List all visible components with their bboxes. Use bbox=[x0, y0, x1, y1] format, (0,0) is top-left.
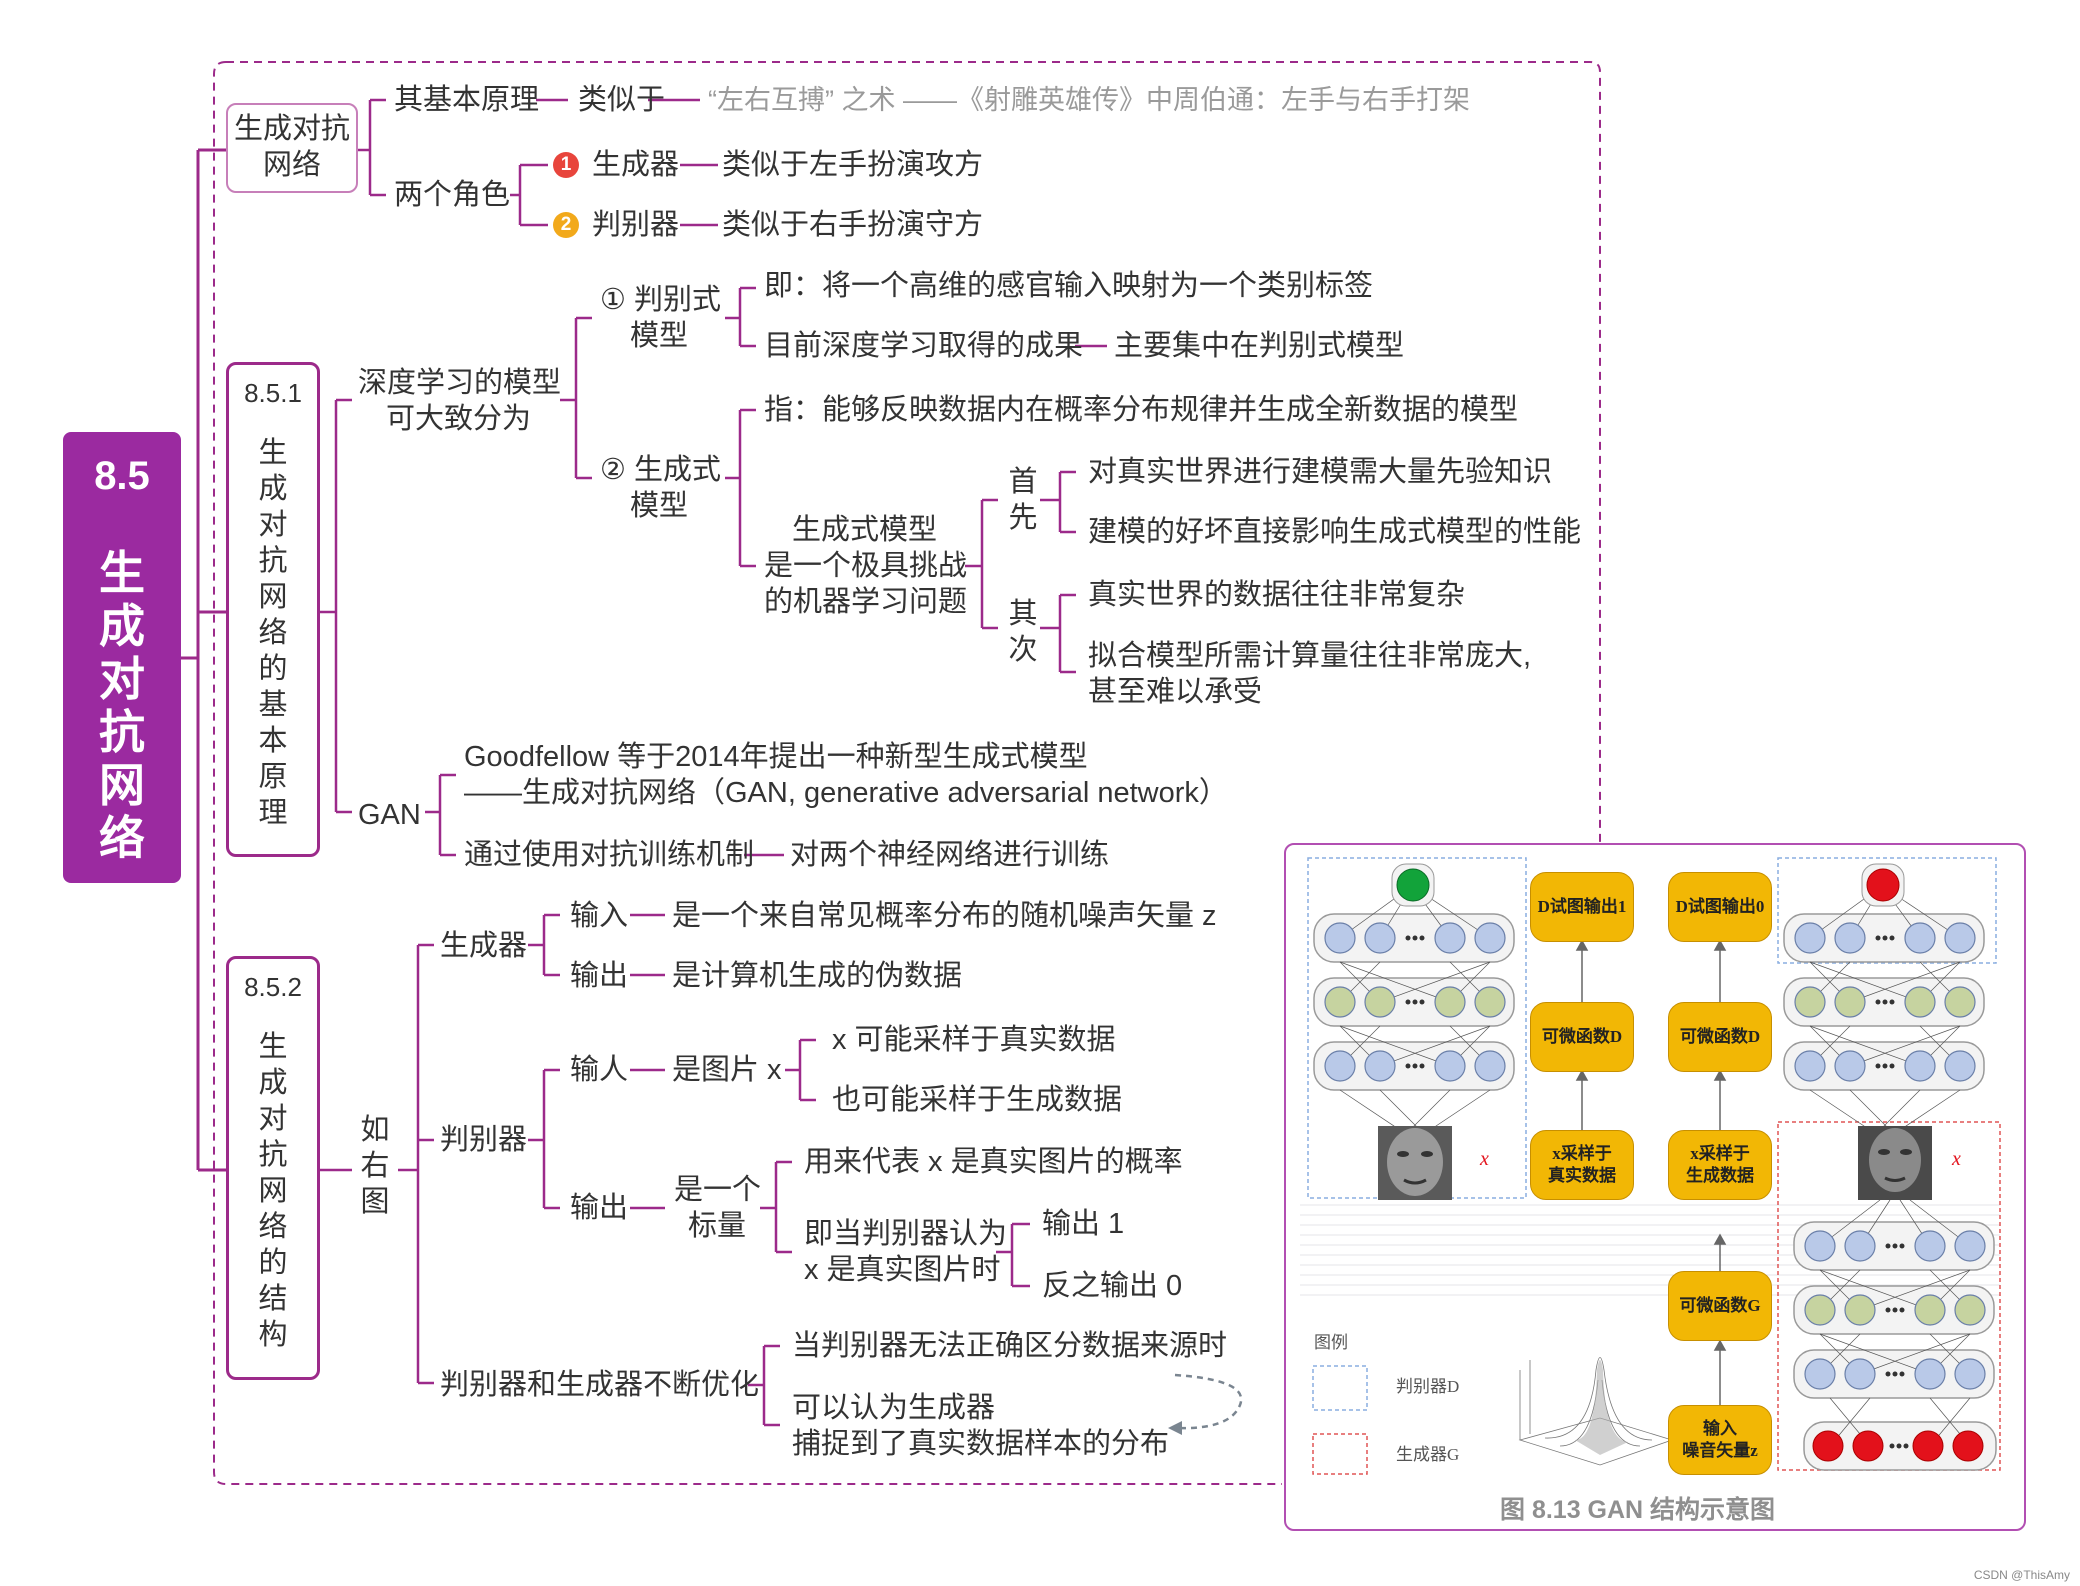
disc-output-label: 输出 bbox=[570, 1192, 629, 1224]
gan-box-label-1: 生成对抗 bbox=[233, 113, 350, 145]
root-node: 8.5 生成对抗网络 bbox=[63, 432, 181, 883]
gen-model-def: 指：能够反映数据内在概率分布规律并生成全新数据的模型 bbox=[764, 394, 1519, 426]
role-generator-desc: 类似于左手扮演攻方 bbox=[722, 149, 984, 181]
section-851-title: 生成对抗网络的基本原理 bbox=[258, 437, 288, 829]
disc-input-gen: 也可能采样于生成数据 bbox=[832, 1084, 1123, 1116]
discriminator-label: 判别器 bbox=[440, 1124, 528, 1156]
analogy-text: “左右互搏” 之术 ——《射雕英雄传》中周伯通：左手与右手打架 bbox=[708, 85, 1470, 115]
section-851-box: 8.5.1 生成对抗网络的基本原理 bbox=[226, 362, 320, 857]
second-b1: 拟合模型所需计算量往往非常庞大, bbox=[1088, 640, 1532, 672]
noise-input-line-2: 噪音矢量z bbox=[1682, 1441, 1758, 1460]
section-852-title: 生成对抗网络的结构 bbox=[258, 1031, 288, 1351]
output-one: 输出 1 bbox=[1042, 1208, 1125, 1240]
root-title: 生成对抗网络 bbox=[99, 547, 145, 864]
disc-input-label: 输人 bbox=[570, 1054, 629, 1086]
disc-input-desc: 是图片 x bbox=[672, 1054, 782, 1086]
similar-label: 类似于 bbox=[578, 84, 666, 116]
func-d-left-box: 可微函数D bbox=[1530, 1002, 1634, 1072]
scalar-when-2: x 是真实图片时 bbox=[804, 1254, 1001, 1286]
principle-label: 其基本原理 bbox=[394, 84, 540, 116]
gen-model-label-2: 模型 bbox=[630, 490, 689, 522]
role-generator: 生成器 bbox=[592, 149, 680, 181]
gan-desc-2: ——生成对抗网络（GAN, generative adversarial net… bbox=[464, 777, 1228, 809]
x-gen-line-2: 生成数据 bbox=[1686, 1166, 1754, 1185]
scalar-meaning: 用来代表 x 是真实图片的概率 bbox=[804, 1146, 1183, 1178]
x-real-box: x采样于 真实数据 bbox=[1530, 1130, 1634, 1200]
role-discriminator-desc: 类似于右手扮演守方 bbox=[722, 209, 984, 241]
badge-one-icon: 1 bbox=[553, 152, 579, 178]
optimize-b1: 可以认为生成器 bbox=[792, 1392, 996, 1424]
noise-input-box: 输入 噪音矢量z bbox=[1668, 1405, 1772, 1475]
gan-box: 生成对抗 网络 bbox=[226, 103, 358, 193]
gan-training: 通过使用对抗训练机制 bbox=[464, 839, 755, 871]
disc-model-label-1: ① 判别式 bbox=[600, 284, 722, 316]
gan-training-2: 对两个神经网络进行训练 bbox=[790, 839, 1110, 871]
x-label-left: x bbox=[1480, 1148, 1489, 1170]
gan-box-label-2: 网络 bbox=[262, 149, 321, 181]
disc-model-def: 即：将一个高维的感官输入映射为一个类别标签 bbox=[764, 270, 1374, 302]
roles-label: 两个角色 bbox=[394, 179, 511, 211]
legend-generator: 生成器G bbox=[1396, 1445, 1460, 1464]
first-label: 首先 bbox=[1008, 466, 1038, 534]
second-label: 其次 bbox=[1008, 598, 1038, 666]
func-d-right-box: 可微函数D bbox=[1668, 1002, 1772, 1072]
second-b2: 甚至难以承受 bbox=[1088, 676, 1263, 708]
disc-model-result: 目前深度学习取得的成果 bbox=[764, 330, 1084, 362]
legend-title: 图例 bbox=[1314, 1333, 1348, 1352]
noise-input-line-1: 输入 bbox=[1703, 1419, 1737, 1438]
x-real-line-2: 真实数据 bbox=[1548, 1166, 1616, 1185]
d-output-1-box: D试图输出1 bbox=[1530, 872, 1634, 942]
disc-model-result-2: 主要集中在判别式模型 bbox=[1114, 330, 1405, 362]
x-label-right: x bbox=[1952, 1148, 1961, 1170]
root-number: 8.5 bbox=[94, 454, 150, 498]
d-output-0-box: D试图输出0 bbox=[1668, 872, 1772, 942]
scalar-when-1: 即当判别器认为 bbox=[804, 1218, 1008, 1250]
optimize-b2: 捕捉到了真实数据样本的分布 bbox=[792, 1428, 1170, 1460]
models-label-1: 深度学习的模型 bbox=[358, 367, 562, 399]
disc-model-label-2: 模型 bbox=[630, 320, 689, 352]
first-b: 建模的好坏直接影响生成式模型的性能 bbox=[1088, 516, 1582, 548]
scalar-label-1: 是一个 bbox=[674, 1174, 762, 1206]
section-852-number: 8.5.2 bbox=[244, 972, 302, 1002]
x-real-line-1: x采样于 bbox=[1552, 1144, 1612, 1163]
scalar-label-2: 标量 bbox=[688, 1210, 747, 1242]
gen-output-label: 输出 bbox=[570, 960, 629, 992]
gen-output-desc: 是计算机生成的伪数据 bbox=[672, 960, 963, 992]
generator-label: 生成器 bbox=[440, 930, 528, 962]
gen-input-label: 输入 bbox=[570, 900, 629, 932]
optimize-label: 判别器和生成器不断优化 bbox=[440, 1369, 760, 1401]
output-zero: 反之输出 0 bbox=[1042, 1270, 1183, 1302]
role-discriminator: 判别器 bbox=[592, 209, 680, 241]
gan-label: GAN bbox=[358, 799, 421, 831]
see-figure-label: 如右图 bbox=[360, 1114, 390, 1218]
badge-two-icon: 2 bbox=[553, 212, 579, 238]
models-label-2: 可大致分为 bbox=[386, 403, 532, 435]
second-a: 真实世界的数据往往非常复杂 bbox=[1088, 579, 1466, 611]
x-gen-line-1: x采样于 bbox=[1690, 1144, 1750, 1163]
x-gen-box: x采样于 生成数据 bbox=[1668, 1130, 1772, 1200]
disc-input-real: x 可能采样于真实数据 bbox=[832, 1024, 1116, 1056]
gen-input-desc: 是一个来自常见概率分布的随机噪声矢量 z bbox=[672, 900, 1217, 932]
challenge-line-1: 生成式模型 bbox=[792, 514, 938, 546]
func-g-box: 可微函数G bbox=[1668, 1271, 1772, 1341]
gan-desc-1: Goodfellow 等于2014年提出一种新型生成式模型 bbox=[464, 741, 1088, 773]
challenge-line-2: 是一个极具挑战 bbox=[764, 550, 968, 582]
section-852-box: 8.5.2 生成对抗网络的结构 bbox=[226, 956, 320, 1380]
optimize-a: 当判别器无法正确区分数据来源时 bbox=[792, 1330, 1228, 1362]
legend-discriminator: 判别器D bbox=[1396, 1377, 1460, 1396]
challenge-line-3: 的机器学习问题 bbox=[764, 586, 968, 618]
watermark: CSDN @ThisAmy bbox=[1973, 1568, 2070, 1582]
first-a: 对真实世界进行建模需大量先验知识 bbox=[1088, 456, 1553, 488]
figure-caption: 图 8.13 GAN 结构示意图 bbox=[1500, 1496, 1776, 1524]
gen-model-label-1: ② 生成式 bbox=[600, 454, 722, 486]
section-851-number: 8.5.1 bbox=[244, 378, 302, 408]
